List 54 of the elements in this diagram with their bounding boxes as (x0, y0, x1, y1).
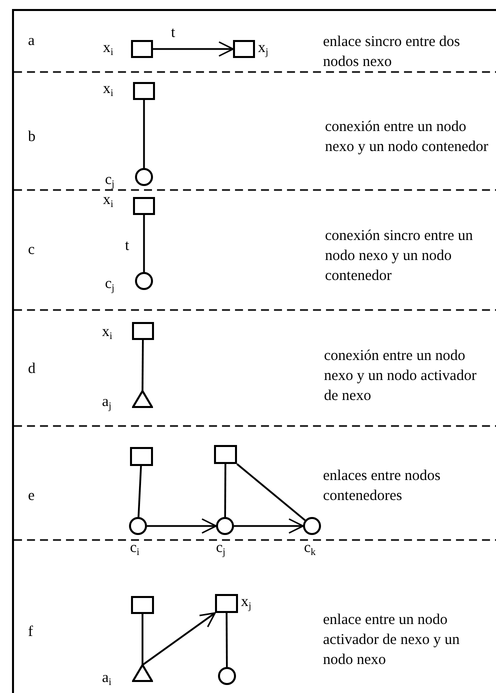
row-letter: e (28, 487, 35, 506)
triangle-node (132, 390, 153, 408)
arrow (147, 518, 217, 534)
arrow (142, 612, 216, 666)
circle-node (303, 517, 321, 535)
circle-node (129, 517, 147, 535)
connector-line (226, 613, 228, 667)
node-label: x$_{j}$ (258, 40, 268, 56)
node-label: c$_{j}$ (105, 276, 114, 292)
node-label: c$_{j}$ (105, 172, 114, 188)
row-description: conexión entre un nodo nexo y un nodo activador de nexo (324, 347, 478, 406)
square-node (133, 82, 155, 100)
row-description: conexión sincro entre un nodo nexo y un nodo contenedor (325, 227, 474, 286)
connector-line (142, 614, 144, 665)
circle-node (216, 517, 234, 535)
square-node (131, 596, 154, 614)
row-description: enlace sincro entre dos nodos nexo (323, 33, 462, 72)
row-letter: b (28, 128, 36, 147)
node-label: c$_{j}$ (216, 540, 226, 556)
row-letter: d (28, 360, 36, 379)
node-label: x$_{j}$ (241, 594, 252, 610)
connector-line (142, 340, 144, 391)
circle-node (135, 168, 153, 186)
square-node (133, 197, 155, 215)
arrow (234, 518, 304, 534)
square-node (215, 594, 238, 613)
square-node (131, 40, 153, 58)
row-description: enlaces entre nodos contenedores (323, 467, 442, 506)
circle-node (218, 667, 236, 685)
circle-node (135, 272, 153, 290)
node-label: x$_{i}$ (103, 40, 114, 56)
row-letter: f (28, 623, 33, 642)
square-node (214, 445, 237, 464)
node-label: a$_{j}$ (102, 394, 112, 410)
connector-line (143, 215, 145, 272)
connector-line (143, 100, 145, 168)
square-node (132, 322, 154, 340)
node-label: c$_{i}$ (130, 540, 140, 556)
node-label: x$_{i}$ (102, 324, 112, 340)
connector-line (236, 463, 306, 521)
square-node (233, 40, 255, 58)
row-description: enlace entre un nodo activador de nexo y un nodo nexo (323, 611, 461, 670)
arrow (153, 41, 234, 57)
node-label: x$_{i}$ (103, 192, 114, 208)
row-letter: c (28, 241, 35, 260)
row-description: conexión entre un nodo nexo y un nodo contenedor (325, 118, 490, 157)
node-label: a$_{i}$ (102, 670, 112, 686)
node-label: c$_{k}$ (304, 540, 316, 556)
connector-line (224, 464, 226, 517)
node-label: x$_{i}$ (103, 81, 114, 97)
connector-line (138, 466, 142, 518)
triangle-node (132, 664, 153, 682)
square-node (130, 447, 153, 466)
row-letter: a (28, 32, 35, 51)
